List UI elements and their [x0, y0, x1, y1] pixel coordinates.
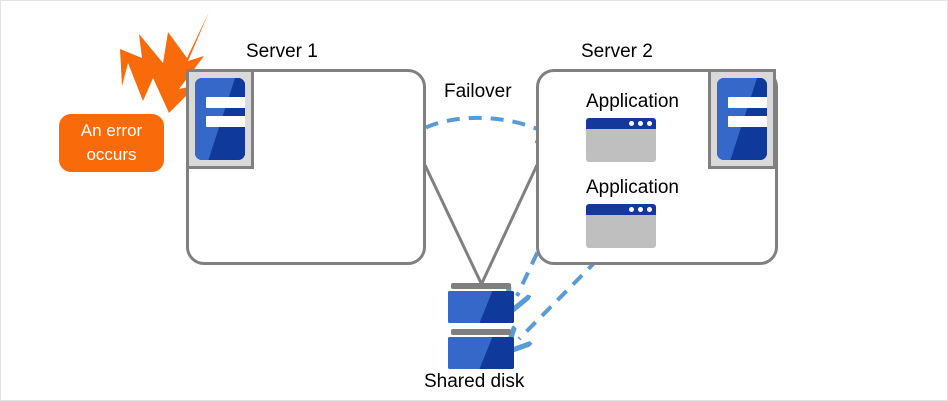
error-balloon-line2: occurs	[86, 145, 137, 164]
application-2-dot-1	[629, 207, 634, 212]
server1-icon-bar-1	[206, 97, 245, 108]
shared-disk-unit-2-slab	[448, 337, 514, 369]
server2-disk-connector	[480, 164, 539, 284]
application-1-dot-2	[638, 121, 643, 126]
server1-machine-icon	[186, 69, 254, 169]
application-1-label: Application	[586, 91, 679, 112]
shared-disk-unit-2-cap	[451, 329, 511, 335]
application-2-label: Application	[586, 177, 679, 198]
shared-disk-unit-1-gloss	[448, 291, 514, 323]
error-balloon: An error occurs	[59, 114, 164, 172]
shared-disk-unit-1-slab	[448, 291, 514, 323]
server2-icon-body	[717, 78, 767, 160]
shared-disk-unit-2	[448, 329, 514, 369]
application-1-dot-3	[647, 121, 652, 126]
failover-label: Failover	[444, 81, 512, 102]
server2-icon-bar-1	[728, 97, 767, 108]
application-2-titlebar	[586, 204, 656, 215]
error-balloon-line1: An error	[80, 121, 143, 140]
application-2-dot-2	[638, 207, 643, 212]
shared-disk-icon	[448, 283, 514, 371]
server2-title: Server 2	[581, 41, 653, 62]
failover-arrow	[406, 115, 546, 140]
server1-icon-body	[195, 78, 245, 160]
shared-disk-unit-2-gloss	[448, 337, 514, 369]
application-1-titlebar	[586, 118, 656, 129]
server1-disk-connector	[423, 164, 483, 284]
application-2-dot-3	[647, 207, 652, 212]
shared-disk-unit-1	[448, 283, 514, 323]
shared-disk-unit-1-cap	[451, 283, 511, 289]
server1-title: Server 1	[246, 41, 318, 62]
application-1-window-icon	[586, 118, 656, 162]
server2-machine-icon	[708, 69, 776, 169]
shared-disk-label: Shared disk	[424, 371, 525, 392]
server2-icon-bar-2	[728, 116, 767, 127]
application-1-dot-1	[629, 121, 634, 126]
server1-icon-bar-2	[206, 116, 245, 127]
application-2-window-icon	[586, 204, 656, 248]
